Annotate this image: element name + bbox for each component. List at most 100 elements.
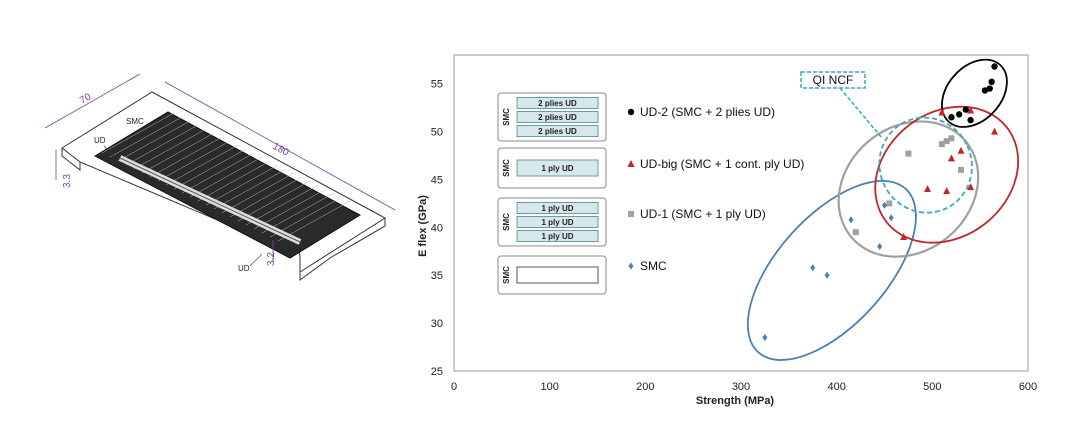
legend-entry-text: UD-2 (SMC + 2 plies UD) bbox=[640, 105, 775, 119]
legend-stack-label: SMC bbox=[502, 213, 511, 231]
data-point bbox=[888, 214, 894, 222]
ud-bottom-label: UD bbox=[238, 264, 250, 273]
dimension-lines bbox=[44, 73, 396, 262]
data-point bbox=[991, 127, 999, 135]
x-axis-label: Strength (MPa) bbox=[696, 395, 775, 407]
x-tick-label: 300 bbox=[732, 381, 750, 393]
x-tick-label: 400 bbox=[827, 381, 845, 393]
data-point bbox=[967, 116, 974, 124]
legend: SMC 2 plies UD 2 plies UD 2 plies UD SMC 1 pl… bbox=[497, 92, 804, 295]
x-tick-label: 500 bbox=[923, 381, 941, 393]
ellipse-smc bbox=[746, 180, 917, 361]
legend-ply-text: 1 ply UD bbox=[541, 232, 573, 241]
smc-label: SMC bbox=[126, 117, 144, 126]
y-tick-label: 45 bbox=[431, 174, 443, 186]
data-point bbox=[938, 141, 945, 148]
data-point bbox=[877, 243, 883, 251]
y-tick-label: 35 bbox=[431, 270, 443, 282]
legend-ply-text: 1 ply UD bbox=[541, 204, 573, 213]
legend-entry-text: UD-1 (SMC + 1 ply UD) bbox=[640, 207, 766, 221]
legend-marker bbox=[628, 211, 634, 217]
x-tick-label: 100 bbox=[540, 381, 558, 393]
ellipse-udbig bbox=[874, 105, 1020, 244]
qi-ncf-annotation: QI NCF bbox=[800, 71, 883, 139]
y-tick-labels: 25 30 35 40 45 50 55 bbox=[431, 79, 443, 378]
data-point bbox=[900, 232, 908, 240]
data-point bbox=[943, 138, 950, 145]
legend-ply-box bbox=[516, 125, 599, 137]
data-point bbox=[967, 106, 975, 114]
y-tick-label: 40 bbox=[431, 222, 443, 234]
ud-top-label: UD bbox=[94, 136, 106, 145]
data-point bbox=[948, 114, 955, 121]
data-points bbox=[762, 63, 999, 341]
legend-ply-box bbox=[516, 230, 599, 242]
data-point bbox=[948, 135, 955, 142]
data-point bbox=[810, 264, 816, 272]
legend-entry-text: UD-big (SMC + 1 cont. ply UD) bbox=[640, 157, 804, 171]
legend-marker bbox=[628, 262, 634, 270]
legend-ply-box bbox=[516, 111, 599, 123]
data-point bbox=[988, 78, 995, 86]
data-point bbox=[967, 183, 975, 191]
x-tick-label: 600 bbox=[1019, 381, 1037, 393]
data-point bbox=[762, 333, 768, 341]
data-point bbox=[882, 201, 887, 209]
dim-thick-left-label: 3.3 bbox=[62, 174, 73, 188]
qi-ncf-box bbox=[800, 71, 866, 89]
y-tick-label: 25 bbox=[431, 366, 443, 378]
y-tick-label: 30 bbox=[431, 318, 443, 330]
data-point bbox=[957, 146, 965, 154]
x-tick-label: 0 bbox=[451, 381, 457, 393]
data-point bbox=[905, 150, 912, 157]
data-point bbox=[958, 166, 965, 173]
data-point bbox=[955, 111, 963, 118]
ud-bottom-leader bbox=[249, 253, 263, 267]
dim-thick-right-label: 3.2 bbox=[266, 252, 277, 266]
ud-top-leader bbox=[103, 145, 115, 159]
ellipse-ud1 bbox=[837, 120, 980, 258]
data-point bbox=[947, 154, 955, 162]
data-point bbox=[986, 85, 993, 92]
plot-frame bbox=[453, 54, 1029, 372]
legend-marker bbox=[627, 108, 635, 116]
ud-strips bbox=[93, 111, 362, 259]
x-tick-labels: 0 100 200 300 400 500 600 bbox=[451, 381, 1037, 393]
legend-ply-text: 2 plies UD bbox=[538, 113, 577, 122]
data-point bbox=[938, 108, 946, 116]
legend-marker bbox=[627, 160, 635, 167]
legend-ply-box bbox=[516, 97, 599, 109]
y-tick-label: 55 bbox=[431, 79, 443, 91]
legend-ply-text: 1 ply UD bbox=[541, 164, 573, 173]
legend-ply-text: 2 plies UD bbox=[538, 127, 577, 136]
legend-stack-label: SMC bbox=[502, 108, 511, 126]
data-point bbox=[962, 106, 970, 113]
data-point bbox=[852, 229, 859, 236]
y-axis-label: E flex (GPa) bbox=[417, 195, 429, 257]
legend-ply-box bbox=[516, 159, 599, 177]
ellipse-qi bbox=[878, 116, 973, 214]
legend-ply-text: 2 plies UD bbox=[538, 99, 577, 108]
data-point bbox=[943, 186, 951, 194]
y-tick-label: 50 bbox=[431, 127, 443, 139]
x-tick-label: 200 bbox=[636, 381, 654, 393]
legend-ply-box bbox=[516, 202, 599, 214]
dim-width-label: 70 bbox=[78, 91, 94, 106]
legend-ply-box bbox=[516, 216, 599, 228]
legend-ply-box bbox=[516, 266, 599, 284]
data-point bbox=[824, 271, 830, 279]
legend-entry-text: SMC bbox=[640, 259, 667, 273]
legend-stack-label: SMC bbox=[502, 159, 511, 177]
legend-stack-label: SMC bbox=[502, 266, 511, 284]
qi-ncf-leader bbox=[839, 87, 883, 139]
specimen-drawing: 70 180 3.3 3.2 SMC UD UD bbox=[44, 73, 396, 281]
legend-ply-text: 1 ply UD bbox=[541, 218, 573, 227]
group-ellipses bbox=[746, 58, 1020, 361]
qi-ncf-text: QI NCF bbox=[813, 73, 854, 87]
data-point bbox=[924, 185, 932, 193]
data-point bbox=[886, 200, 893, 207]
data-point bbox=[991, 63, 998, 70]
data-point bbox=[848, 216, 854, 224]
ellipse-ud2 bbox=[941, 58, 1008, 128]
